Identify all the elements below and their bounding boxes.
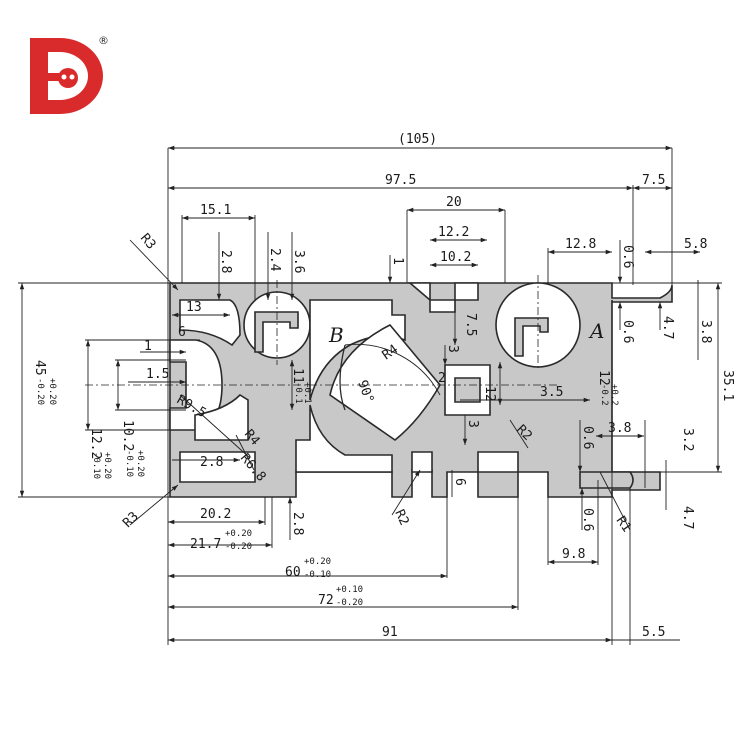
radius-leaders [129,239,631,531]
tol-72-down: -0.20 [336,598,363,608]
dim-right-5-8: 5.8 [684,237,707,252]
dim-72: 72 [318,593,334,608]
dim-h-3-8-low: 3.8 [608,421,631,436]
dim-12-8: 12.8 [565,237,596,252]
dim-60: 60 [285,565,301,580]
dim-h-3-center: 3 [445,345,460,353]
dim-h-0-6-c: 0.6 [580,426,595,449]
dim-slot-12-inner: 12 [482,386,497,402]
dim-height-45: 45 [32,360,47,376]
dim-height-35-1: 35.1 [720,370,735,401]
dim-left-13: 13 [186,300,202,315]
section-b-label: B [328,323,344,347]
section-a-label: A [588,319,604,343]
tol-12-down: -0.2 [599,384,609,406]
dim-97-5: 97.5 [385,173,416,188]
dim-left-1-5: 1.5 [146,367,169,382]
radius-r3-top: R3 [137,231,159,253]
dim-20: 20 [446,195,462,210]
tol-10-2-up: +0.20 [135,450,145,477]
radius-r1: R1 [613,514,634,535]
dim-overall-width: (105) [398,132,437,147]
dim-h-1: 1 [390,257,405,265]
vertical-dim-ticks [216,232,699,540]
dim-h-3-8-right: 3.8 [698,320,713,343]
dim-h-3-low: 3 [465,420,480,428]
tol-12-2-down: -0.10 [91,452,101,479]
dim-h-2-8-top: 2.8 [218,250,233,273]
registered-mark: ® [98,34,109,47]
dim-left-6: 6 [178,325,186,340]
dim-h-2-8-low: 2.8 [290,512,305,535]
tol-12-up: +0.2 [609,384,619,406]
dim-h-2-center: 2 [438,371,446,386]
dim-10-2: 10.2 [440,250,471,265]
tol-12-2-up: +0.20 [102,452,112,479]
tol-21-7-up: +0.20 [225,529,252,539]
dim-h-4-7-top: 4.7 [660,316,675,339]
brand-logo: ® [30,34,109,114]
tol-72-up: +0.10 [336,585,363,595]
dim-right-7-5: 7.5 [642,173,665,188]
dim-slot-11: 11 [290,368,305,384]
dim-h-2-8-mid: 2.8 [200,455,223,470]
dim-12-2: 12.2 [438,225,469,240]
dim-left-1: 1 [144,339,152,354]
dim-91: 91 [382,625,398,640]
dim-h-7-5: 7.5 [463,313,478,336]
radius-r3-bottom: R3 [120,509,142,531]
radius-r4-center: R4 [380,342,402,363]
dim-slot-12: 12 [596,370,611,386]
dim-h-0-6-b: 0.6 [620,320,635,343]
dim-h-3-6: 3.6 [291,250,306,273]
dim-h-3-5: 3.5 [540,385,563,400]
radius-r2-bottom: R2 [391,507,411,528]
dim-height-12-2: 12.2 [88,428,103,459]
dimension-lines [19,145,721,643]
dim-h-4-7-low: 4.7 [680,506,695,529]
tol-10-2-down: -0.10 [124,450,134,477]
dim-9-8: 9.8 [562,547,585,562]
dim-height-10-2: 10.2 [120,420,135,451]
dim-h-3-2: 3.2 [680,428,695,451]
tol-21-7-down: -0.20 [225,542,252,552]
dim-h-0-6-d: 0.6 [580,508,595,531]
tol-60-down: -0.10 [304,570,331,580]
dimension-labels: (105) 97.5 7.5 15.1 20 12.2 10.2 12.8 5.… [32,132,735,640]
dim-right-5-5: 5.5 [642,625,665,640]
dim-h-6: 6 [452,478,467,486]
extension-lines [18,148,722,645]
tol-60-up: +0.20 [304,557,331,567]
tol-11-down: -0.1 [293,382,303,404]
tol-45-down: -0.20 [35,378,45,405]
dim-21-7: 21.7 [190,537,221,552]
dim-h-0-6-a: 0.6 [620,245,635,268]
dim-h-2-4: 2.4 [267,248,282,272]
tol-45-up: +0.20 [47,378,57,405]
dim-20-2: 20.2 [200,507,231,522]
dim-15-1: 15.1 [200,203,231,218]
tol-11-up: +0.1 [302,382,312,404]
